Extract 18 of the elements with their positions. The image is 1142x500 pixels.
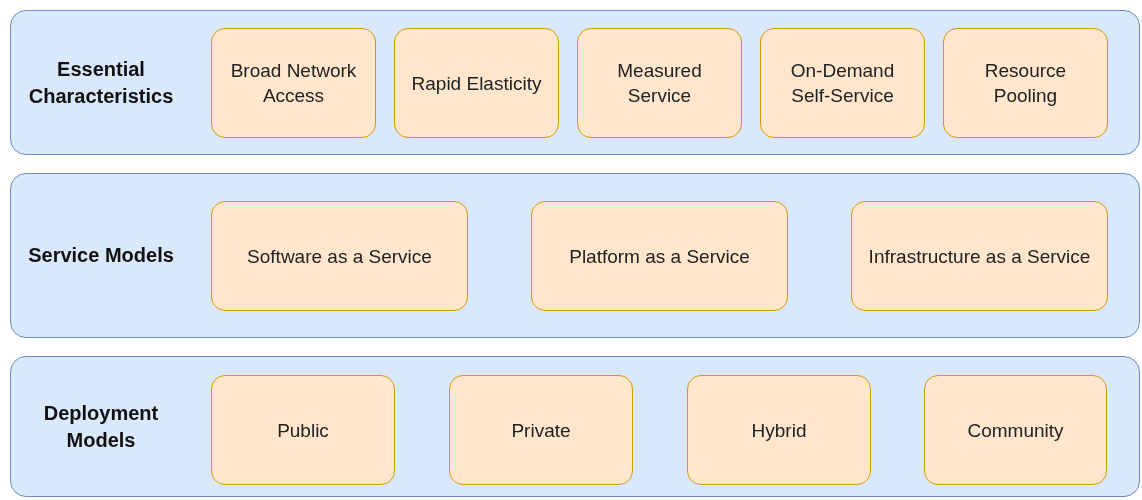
group-title: Deployment Models: [42, 401, 160, 453]
category-box: Resource Pooling: [943, 28, 1108, 138]
category-box: Platform as a Service: [531, 201, 788, 311]
category-box: Rapid Elasticity: [394, 28, 559, 138]
group-band: [10, 356, 1140, 497]
category-box: Infrastructure as a Service: [851, 201, 1108, 311]
category-box: Broad Network Access: [211, 28, 376, 138]
category-box: On-Demand Self-Service: [760, 28, 925, 138]
category-box: Measured Service: [577, 28, 742, 138]
category-box: Public: [211, 375, 395, 485]
group-band: [10, 173, 1140, 338]
category-box: Community: [924, 375, 1107, 485]
category-box: Hybrid: [687, 375, 871, 485]
group-title: Service Models: [27, 243, 175, 268]
group-title: Essential Characteristics: [27, 57, 175, 109]
category-box: Software as a Service: [211, 201, 468, 311]
group-band: [10, 10, 1140, 155]
category-box: Private: [449, 375, 633, 485]
